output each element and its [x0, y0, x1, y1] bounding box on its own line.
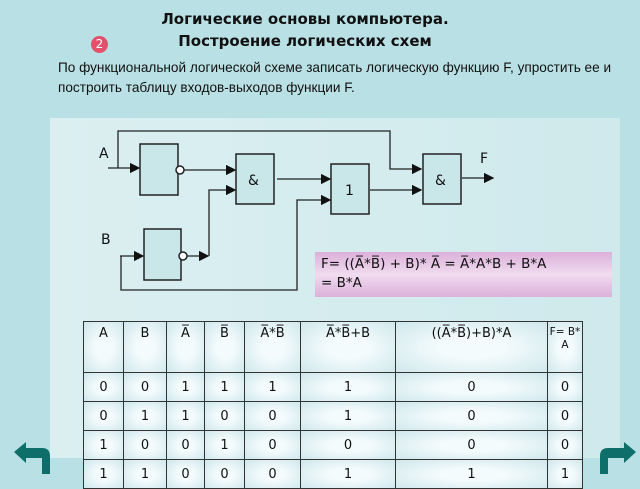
table-cell: 1	[204, 372, 245, 402]
table-cell: 0	[204, 401, 245, 431]
table-cell: 1	[300, 372, 396, 402]
table-cell: 1	[123, 459, 167, 489]
formula-line-2: = B*A	[321, 275, 362, 291]
table-cell: 1	[166, 401, 205, 431]
task-text: По функциональной логической схеме запис…	[58, 60, 612, 95]
table-cell: 1	[300, 401, 396, 431]
table-cell: 1	[166, 372, 205, 402]
or-gate-label: 1	[345, 183, 354, 199]
col-header: B	[123, 321, 167, 373]
table-cell: 1	[83, 459, 124, 489]
and-gate-2-label: &	[435, 173, 446, 189]
not-gate-b	[143, 228, 182, 281]
table-cell: 1	[204, 430, 245, 460]
col-header: A̅*B̅	[244, 321, 301, 373]
truth-table: A B A̅ B̅ A̅*B̅ A̅*B̅+B ((A̅*B̅)+B)*A F=…	[83, 321, 583, 489]
table-cell: 1	[395, 459, 548, 489]
table-cell: 0	[244, 430, 301, 460]
input-a-label: A	[99, 146, 109, 162]
back-arrow-icon[interactable]	[12, 440, 54, 474]
table-cell: 1	[547, 459, 583, 489]
col-header: A̅	[166, 321, 205, 373]
table-cell: 0	[123, 372, 167, 402]
table-cell: 1	[123, 401, 167, 431]
output-f-label: F	[480, 151, 488, 167]
table-cell: 0	[300, 430, 396, 460]
table-cell: 0	[547, 430, 583, 460]
col-header: B̅	[204, 321, 245, 373]
table-cell: 0	[244, 459, 301, 489]
title-line-1: Логические основы компьютера.	[161, 10, 449, 28]
table-cell: 0	[166, 459, 205, 489]
and-gate-2	[422, 153, 462, 205]
formula-box: F= ((A̅*B̅) + B)* A̅ = A̅*A*B + B*A = B*…	[315, 252, 612, 297]
table-cell: 0	[395, 401, 548, 431]
table-cell: 0	[204, 459, 245, 489]
table-cell: 0	[395, 430, 548, 460]
formula-line-1: F= ((A̅*B̅) + B)* A̅ = A̅*A*B + B*A	[321, 256, 547, 272]
table-header-row: A B A̅ B̅ A̅*B̅ A̅*B̅+B ((A̅*B̅)+B)*A F=…	[83, 321, 583, 373]
inversion-bubble-b	[178, 251, 188, 261]
logic-circuit-diagram: A B F & 1 &	[99, 130, 495, 291]
col-header: A	[83, 321, 124, 373]
col-header: A̅*B̅+B	[300, 321, 396, 373]
table-cell: 1	[244, 372, 301, 402]
or-gate	[330, 163, 370, 215]
forward-arrow-icon[interactable]	[596, 440, 638, 474]
not-gate-a	[139, 143, 179, 196]
table-cell: 1	[83, 430, 124, 460]
table-cell: 0	[83, 401, 124, 431]
table-cell: 0	[547, 401, 583, 431]
and-gate-1-label: &	[248, 173, 259, 189]
table-cell: 1	[300, 459, 396, 489]
table-cell: 0	[123, 430, 167, 460]
input-b-label: B	[101, 232, 111, 248]
title-line-2: Построение логических схем	[178, 32, 432, 50]
col-header: F= B* A	[547, 321, 583, 373]
table-cell: 0	[547, 372, 583, 402]
and-gate-1	[235, 153, 275, 205]
table-cell: 0	[244, 401, 301, 431]
col-header: ((A̅*B̅)+B)*A	[395, 321, 548, 373]
table-cell: 0	[166, 430, 205, 460]
table-cell: 0	[83, 372, 124, 402]
inversion-bubble-a	[175, 165, 185, 175]
slide-number-badge: 2	[91, 36, 108, 53]
table-cell: 0	[395, 372, 548, 402]
